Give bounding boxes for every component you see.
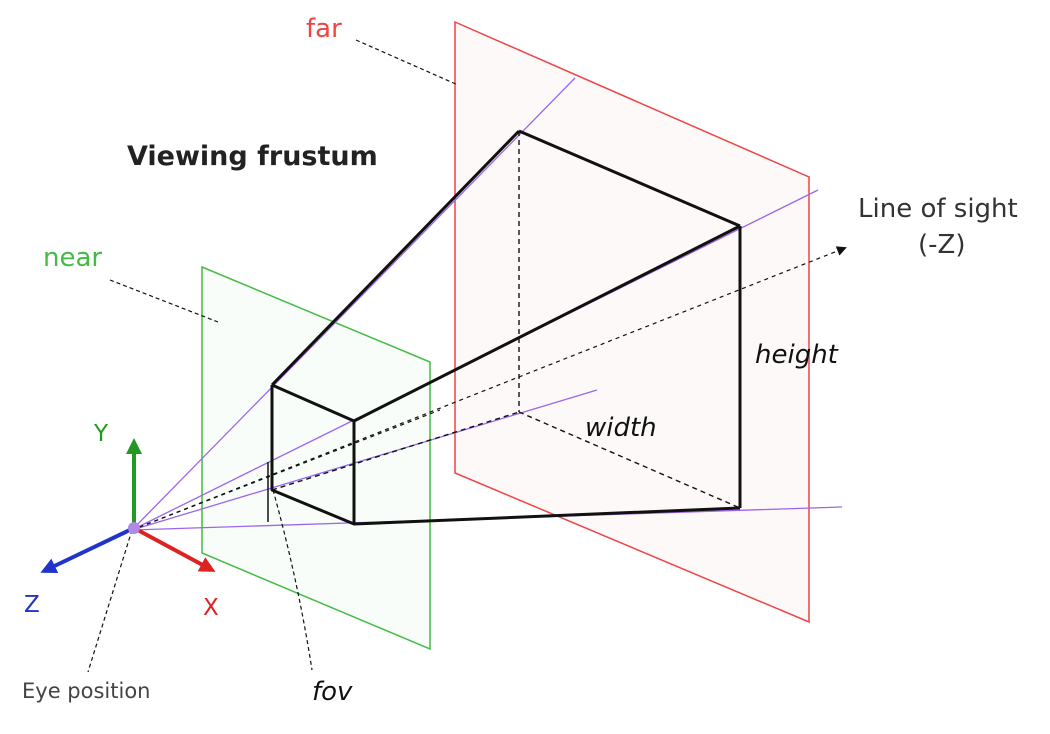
near-plane <box>201 265 431 651</box>
near-label: near <box>43 243 102 273</box>
far-label: far <box>306 14 342 44</box>
diagram-title: Viewing frustum <box>127 141 378 172</box>
frustum-edges <box>270 129 742 526</box>
x-axis-label: X <box>203 595 219 621</box>
eye-point <box>128 522 140 534</box>
sight-rays <box>131 77 843 531</box>
line-of-sight-axis-label: (-Z) <box>918 230 965 260</box>
width-label: width <box>585 413 657 443</box>
y-axis-label: Y <box>93 421 109 447</box>
height-label: height <box>755 340 839 370</box>
center-lines <box>131 246 847 531</box>
z-axis-label: Z <box>24 592 40 618</box>
line-of-sight-label: Line of sight <box>858 194 1018 224</box>
far-plane <box>454 20 810 624</box>
z-axis-arrow <box>40 526 135 574</box>
x-axis-arrow <box>133 526 216 572</box>
eye-position-label: Eye position <box>22 679 150 703</box>
leader-lines <box>87 39 459 673</box>
frustum-hidden-edges <box>271 131 741 509</box>
fov-label: fov <box>312 677 353 707</box>
coordinate-axes <box>40 438 216 574</box>
